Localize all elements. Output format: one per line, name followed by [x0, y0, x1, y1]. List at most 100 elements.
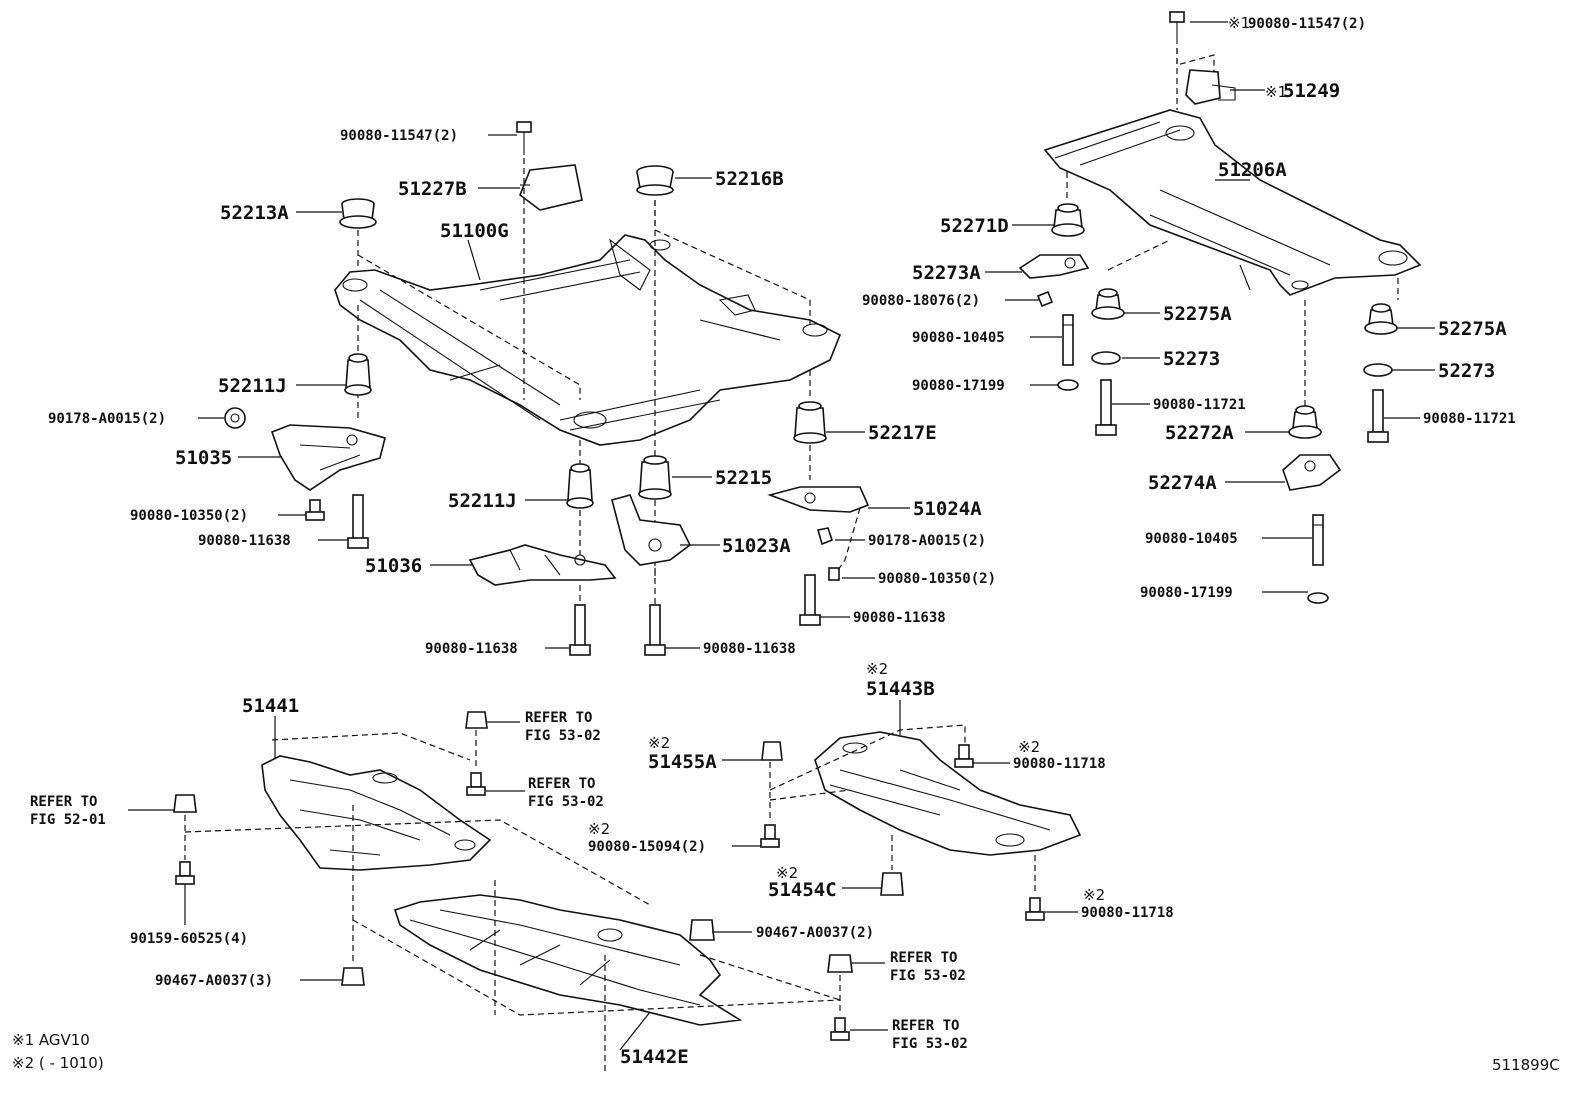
footnote-1: ※1 AGV10: [12, 1031, 90, 1049]
label-90080-10350-b: 90080-10350(2): [878, 571, 996, 587]
washer-90080-17199-a: [1057, 379, 1079, 391]
label-52215: 52215: [715, 467, 772, 489]
label-51441: 51441: [242, 695, 299, 717]
refer-fig-53-02-b: FIG 53-02: [528, 794, 604, 810]
cap-52216B: [636, 165, 674, 196]
clip-refer-52-01: [173, 794, 197, 813]
label-90467-A0037-2: 90467-A0037(2): [756, 925, 874, 941]
cap-52213A: [339, 198, 377, 229]
washer-90080-17199-b: [1307, 592, 1329, 604]
note-1-marker-51249: ※1: [1265, 83, 1287, 101]
bolt-90080-10350-a: [305, 499, 325, 521]
note-2-marker-11718-a: ※2: [1018, 738, 1040, 756]
rear-member-51206A: [1043, 109, 1422, 296]
bracket-51023A: [611, 494, 692, 566]
label-52213A: 52213A: [220, 202, 289, 224]
bolt-90080-11547-top: [1169, 11, 1185, 44]
bracket-51024A: [767, 486, 870, 513]
label-52217E: 52217E: [868, 422, 937, 444]
label-90080-17199-a: 90080-17199: [912, 378, 1005, 394]
refer-fig-53-02-a: FIG 53-02: [525, 728, 601, 744]
bushing-52275A-a: [1091, 288, 1125, 320]
bolt-90080-11718-a: [954, 744, 974, 768]
bolt-refer-53-02-d: [830, 1017, 850, 1041]
bushing-52217E: [793, 401, 827, 444]
bolt-90080-11638-b: [569, 604, 591, 656]
label-90467-A0037-3: 90467-A0037(3): [155, 973, 273, 989]
clip-refer-53-02-c: [827, 954, 853, 973]
stud-90080-10405-b: [1312, 514, 1324, 566]
cover-51443B: [814, 731, 1082, 856]
label-52211J-b: 52211J: [448, 490, 517, 512]
bolt-refer-53-02-b: [466, 772, 486, 796]
bolt-90080-11638-c: [799, 574, 821, 626]
label-90080-11547-mid: 90080-11547(2): [340, 128, 458, 144]
label-90080-11638-a: 90080-11638: [198, 533, 291, 549]
cover-51442E: [393, 894, 743, 1026]
label-52271D: 52271D: [940, 215, 1009, 237]
footnote-2: ※2 ( - 1010): [12, 1054, 104, 1072]
bushing-52211J-a: [344, 353, 372, 396]
clip-51454C: [880, 872, 904, 896]
washer-52273-b: [1363, 363, 1393, 377]
bushing-52215: [638, 455, 672, 500]
label-90080-10405-b: 90080-10405: [1145, 531, 1238, 547]
bolt-90159-60525: [175, 861, 195, 885]
bracket-51035: [270, 424, 386, 491]
nut-90080-18076: [1036, 290, 1054, 308]
label-90080-11638-c: 90080-11638: [853, 610, 946, 626]
refer-to-c: REFER TO: [30, 794, 97, 810]
label-52211J-a: 52211J: [218, 375, 287, 397]
label-51443B: 51443B: [866, 678, 935, 700]
label-51024A: 51024A: [913, 498, 982, 520]
note-2-marker-51454C: ※2: [776, 864, 798, 882]
collar-90178-A0015-a: [224, 407, 246, 429]
bolt-90080-15094: [760, 824, 780, 848]
label-90178-A0015-a: 90178-A0015(2): [48, 411, 166, 427]
clip-refer-53-02-a: [465, 711, 488, 729]
label-52273-b: 52273: [1438, 360, 1495, 382]
label-52275A-b: 52275A: [1438, 318, 1507, 340]
bolt-90080-11721-b: [1367, 389, 1389, 443]
refer-labels: REFER TO FIG 53-02 REFER TO FIG 53-02 RE…: [30, 710, 968, 1052]
refer-to-e: REFER TO: [892, 1018, 959, 1034]
label-52273-a: 52273: [1163, 348, 1220, 370]
refer-to-b: REFER TO: [528, 776, 595, 792]
bracket-51227B: [519, 164, 583, 211]
bracket-51036: [468, 544, 617, 586]
note-2-marker-15094: ※2: [588, 820, 610, 838]
bolt-90080-11547-mid: [516, 121, 532, 155]
note-2-marker-51443B: ※2: [866, 660, 888, 678]
bracket-52273A: [1018, 254, 1090, 279]
note-2-marker-11718-b: ※2: [1083, 886, 1105, 904]
bracket-52274A: [1282, 454, 1342, 491]
bolt-90080-11718-b: [1025, 897, 1045, 921]
label-51227B: 51227B: [398, 178, 467, 200]
bolt-90080-11638-d: [644, 604, 666, 656]
bushing-52271D: [1051, 203, 1085, 237]
bracket-51249: [1185, 69, 1236, 105]
cover-51441: [261, 755, 492, 871]
stud-90080-10405-a: [1062, 314, 1074, 366]
bushing-52275A-b: [1364, 303, 1398, 335]
diagram-code: 511899C: [1492, 1056, 1560, 1074]
label-90080-15094: 90080-15094(2): [588, 839, 706, 855]
note-2-marker-51455A: ※2: [648, 734, 670, 752]
refer-to-a: REFER TO: [525, 710, 592, 726]
leader-lines: [128, 21, 1435, 1051]
label-51455A: 51455A: [648, 751, 717, 773]
refer-fig-52-01: FIG 52-01: [30, 812, 106, 828]
refer-fig-53-02-c: FIG 53-02: [890, 968, 966, 984]
bolt-90080-11721-a: [1095, 379, 1117, 436]
label-51035: 51035: [175, 447, 232, 469]
label-90178-A0015-b: 90178-A0015(2): [868, 533, 986, 549]
label-52274A: 52274A: [1148, 472, 1217, 494]
label-90080-18076: 90080-18076(2): [862, 293, 980, 309]
label-51442E: 51442E: [620, 1046, 689, 1068]
refer-fig-53-02-d: FIG 53-02: [892, 1036, 968, 1052]
label-51100G: 51100G: [440, 220, 509, 242]
collar-90178-A0015-b: [816, 527, 833, 546]
part-labels: ※1 90080-11547(2) ※1 51249 51206A 52271D…: [48, 14, 1516, 1068]
label-51206A: 51206A: [1218, 159, 1287, 181]
